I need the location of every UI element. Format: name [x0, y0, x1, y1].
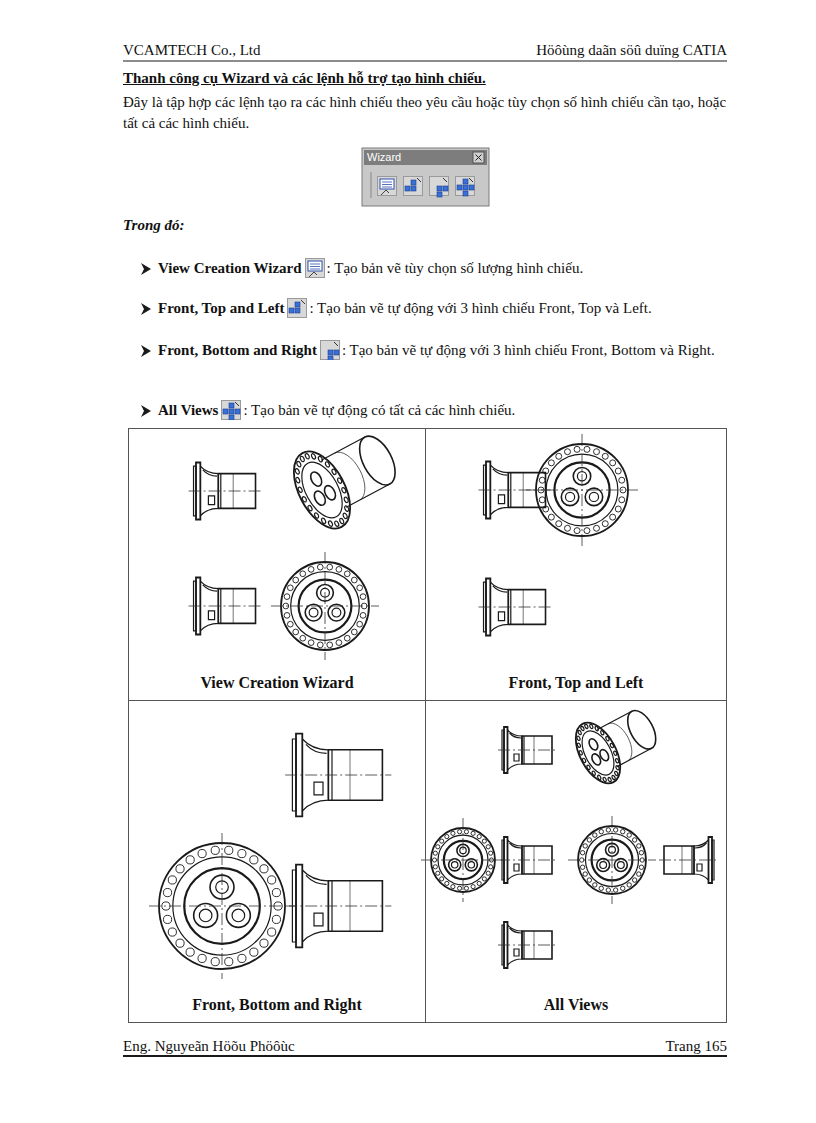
side-view — [479, 578, 552, 635]
command-icon — [305, 258, 325, 278]
command-name: Front, Top and Left — [158, 300, 284, 316]
command-icon — [221, 400, 241, 420]
end-view — [526, 434, 638, 546]
header-company: VCAMTECH Co., Ltd — [123, 40, 261, 61]
side-view — [189, 577, 262, 634]
section-title: Thanh công cụ Wizard và các lệnh hỗ trợ … — [123, 68, 486, 89]
side-view — [189, 462, 262, 519]
table-cell: Front, Top and Left — [425, 428, 727, 701]
side-view — [285, 734, 391, 817]
command-name: Front, Bottom and Right — [158, 342, 317, 358]
bullet-arrow — [141, 263, 151, 275]
table-cell: Front, Bottom and Right — [128, 700, 426, 1023]
header-book: Höôùng daãn söû duïng CATIA — [536, 40, 727, 61]
table-cell: View Creation Wizard — [128, 428, 426, 701]
side-view — [659, 837, 718, 883]
view-caption: All Views — [426, 996, 726, 1014]
side-view — [498, 837, 557, 883]
header-rule — [123, 60, 727, 61]
bullet-arrow — [141, 405, 151, 417]
bullet-item: Front, Top and Left : Tạo bản vẽ tự động … — [158, 297, 727, 319]
end-view — [271, 552, 379, 660]
table-cell: All Views — [425, 700, 727, 1023]
end-view — [421, 818, 505, 902]
bullet-item: All Views : Tạo bản vẽ tự động có tất cả … — [158, 399, 727, 421]
end-view — [149, 833, 295, 979]
bullet-arrow — [141, 303, 151, 315]
side-view — [498, 727, 557, 773]
toolbar-title: Wizard — [367, 150, 401, 164]
view-caption: Front, Bottom and Right — [129, 996, 425, 1014]
view-caption: View Creation Wizard — [129, 674, 425, 692]
page-number: Trang 165 — [665, 1036, 727, 1057]
bullet-item: Front, Bottom and Right : Tạo bản vẽ tự đ… — [158, 339, 727, 361]
bullet-item: View Creation Wizard : Tạo bản vẽ tùy chọ… — [158, 257, 727, 279]
list-heading: Trong đó: — [123, 215, 185, 236]
command-name: All Views — [158, 402, 218, 418]
command-description: : Tạo bản vẽ tự động với 3 hình chiếu Fr… — [309, 300, 651, 316]
bullet-arrow — [141, 345, 151, 357]
command-description: : Tạo bản vẽ tự động với 3 hình chiếu Fr… — [342, 342, 715, 358]
part-views — [149, 417, 718, 979]
end-view — [568, 816, 656, 904]
command-icon — [287, 298, 307, 318]
wizard-toolbar — [362, 148, 489, 206]
isometric-view — [567, 695, 668, 790]
footer-rule — [123, 1055, 727, 1057]
isometric-view — [282, 417, 409, 538]
footer-author: Eng. Nguyeãn Höõu Phöôùc — [123, 1036, 295, 1057]
command-description: : Tạo bản vẽ tùy chọn số lượng hình chiế… — [327, 260, 584, 276]
side-view — [285, 865, 391, 948]
command-name: View Creation Wizard — [158, 260, 302, 276]
command-icon — [320, 340, 340, 360]
side-view — [498, 922, 557, 968]
intro-paragraph: Đây là tập hợp các lệnh tạo ra các hình … — [123, 92, 727, 134]
command-description: : Tạo bản vẽ tự động có tất cả các hình … — [243, 402, 515, 418]
view-caption: Front, Top and Left — [426, 674, 726, 692]
